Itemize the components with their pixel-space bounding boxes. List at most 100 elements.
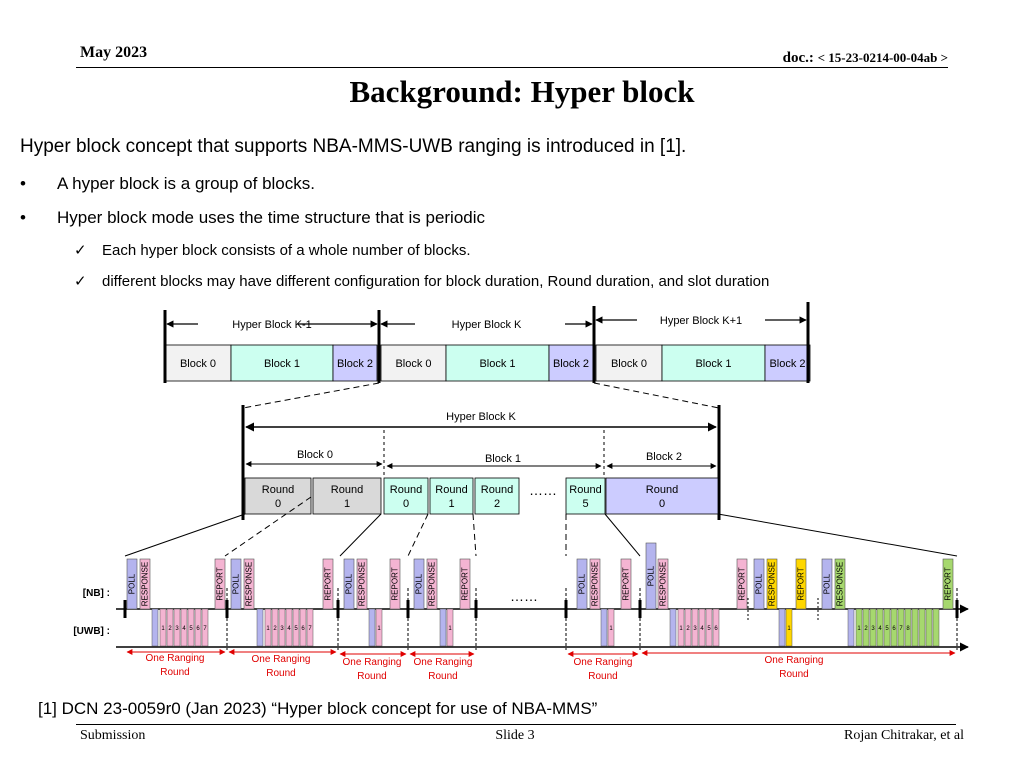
detail-block-label: Block 0 [297, 449, 333, 461]
nb-frame-label: REPORT [797, 567, 806, 600]
uwb-frame [446, 608, 454, 647]
uwb-slot-number: 1 [679, 626, 683, 632]
slide-title: Background: Hyper block [349, 74, 695, 109]
uwb-slot-number: 6 [196, 626, 200, 632]
uwb-frame [785, 608, 793, 647]
uwb-slot-number: 2 [273, 626, 277, 632]
uwb-slot-number: 5 [189, 626, 193, 632]
uwb-slot-number: 7 [308, 626, 312, 632]
header-rule [76, 67, 948, 68]
nb-frame [645, 542, 657, 610]
nb-frame [214, 558, 226, 610]
detail-block-label: Block 1 [485, 453, 521, 465]
bullet-1: •A hyper block is a group of blocks. [20, 174, 315, 194]
nb-frame [243, 558, 255, 610]
uwb-frame [600, 608, 608, 647]
round-box [429, 477, 474, 515]
uwb-slot-number: 3 [693, 626, 697, 632]
bullet-text: Hyper block mode uses the time structure… [57, 208, 486, 227]
uwb-frame [264, 608, 272, 647]
ranging-round-label: One Ranging [343, 657, 402, 668]
uwb-frame [904, 608, 912, 647]
uwb-slot-number: 5 [885, 626, 889, 632]
uwb-slot-number: 4 [878, 626, 882, 632]
uwb-slot-number: 1 [161, 626, 165, 632]
uwb-slot-number: 4 [182, 626, 186, 632]
timeline-ellipsis: …… [510, 588, 538, 604]
top-block-box [230, 344, 334, 382]
uwb-frame [698, 608, 706, 647]
header-date: May 2023 [80, 44, 148, 61]
uwb-slot-number: 2 [864, 626, 868, 632]
uwb-frame [705, 608, 713, 647]
uwb-slot-number: 1 [857, 626, 861, 632]
top-block-label: Block 2 [553, 358, 589, 370]
uwb-frame [925, 608, 933, 647]
uwb-frame [201, 608, 209, 647]
uwb-frame [159, 608, 167, 647]
nb-frame-label: POLL [647, 565, 656, 586]
round-label: Round [331, 484, 363, 496]
uwb-frame [677, 608, 685, 647]
nb-frame [126, 558, 138, 610]
uwb-slot-number: 2 [168, 626, 172, 632]
nb-frame-label: REPORT [324, 567, 333, 600]
uwb-frame [256, 608, 264, 647]
ranging-round-label: Round [428, 671, 457, 682]
uwb-frame [187, 608, 195, 647]
uwb-frame [166, 608, 174, 647]
bullet-mark: • [20, 208, 26, 227]
doc-prefix: doc.: [782, 50, 814, 66]
ranging-round-label: One Ranging [574, 657, 633, 668]
check-icon: ✓ [74, 242, 87, 259]
uwb-frame [862, 608, 870, 647]
uwb-frame [278, 608, 286, 647]
nb-frame [834, 558, 846, 610]
top-block-label: Block 0 [395, 358, 431, 370]
uwb-slot-number: 6 [892, 626, 896, 632]
nb-frame [139, 558, 151, 610]
nb-frame [753, 558, 765, 610]
nb-frame-label: RESPONSE [591, 562, 600, 606]
zoom-line [407, 513, 429, 557]
uwb-slot-number: 5 [707, 626, 711, 632]
top-block-label: Block 1 [479, 358, 515, 370]
nb-frame-label: RESPONSE [245, 562, 254, 606]
uwb-slot-number: 7 [899, 626, 903, 632]
nb-frame-label: POLL [232, 573, 241, 594]
nb-frame [426, 558, 438, 610]
nb-frame-label: RESPONSE [358, 562, 367, 606]
uwb-slot-number: 3 [280, 626, 284, 632]
ranging-round-label: One Ranging [765, 655, 824, 666]
sub-bullet-text: different blocks may have different conf… [102, 273, 770, 290]
nb-frame-label: RESPONSE [659, 562, 668, 606]
bullet-mark: • [20, 174, 26, 193]
top-block-box [164, 344, 232, 382]
uwb-frame [911, 608, 919, 647]
nb-frame [343, 558, 355, 610]
doc-number: < 15-23-0214-00-04ab > [817, 50, 948, 65]
nb-frame [322, 558, 334, 610]
intro-text: Hyper block concept that supports NBA-MM… [20, 136, 687, 157]
zoom-line [224, 496, 312, 557]
ranging-round-label: One Ranging [146, 653, 205, 664]
sub-bullet-text: Each hyper block consists of a whole num… [102, 242, 471, 259]
top-block-label: Block 0 [180, 358, 216, 370]
top-block-box [380, 344, 447, 382]
round-number: 0 [275, 498, 281, 510]
uwb-frame [684, 608, 692, 647]
hyper-block-label: Hyper Block K-1 [232, 319, 311, 331]
uwb-slot-number: 1 [787, 626, 791, 632]
footer-slide-number: Slide 3 [495, 728, 535, 743]
ranging-round-label: One Ranging [252, 654, 311, 665]
uwb-frame [869, 608, 877, 647]
nb-frame-label: REPORT [216, 567, 225, 600]
check-icon: ✓ [74, 273, 87, 290]
uwb-slot-number: 6 [301, 626, 305, 632]
uwb-frame [299, 608, 307, 647]
uwb-frame [932, 608, 940, 647]
nb-frame [620, 558, 632, 610]
uwb-frame [439, 608, 447, 647]
top-block-box [332, 344, 378, 382]
